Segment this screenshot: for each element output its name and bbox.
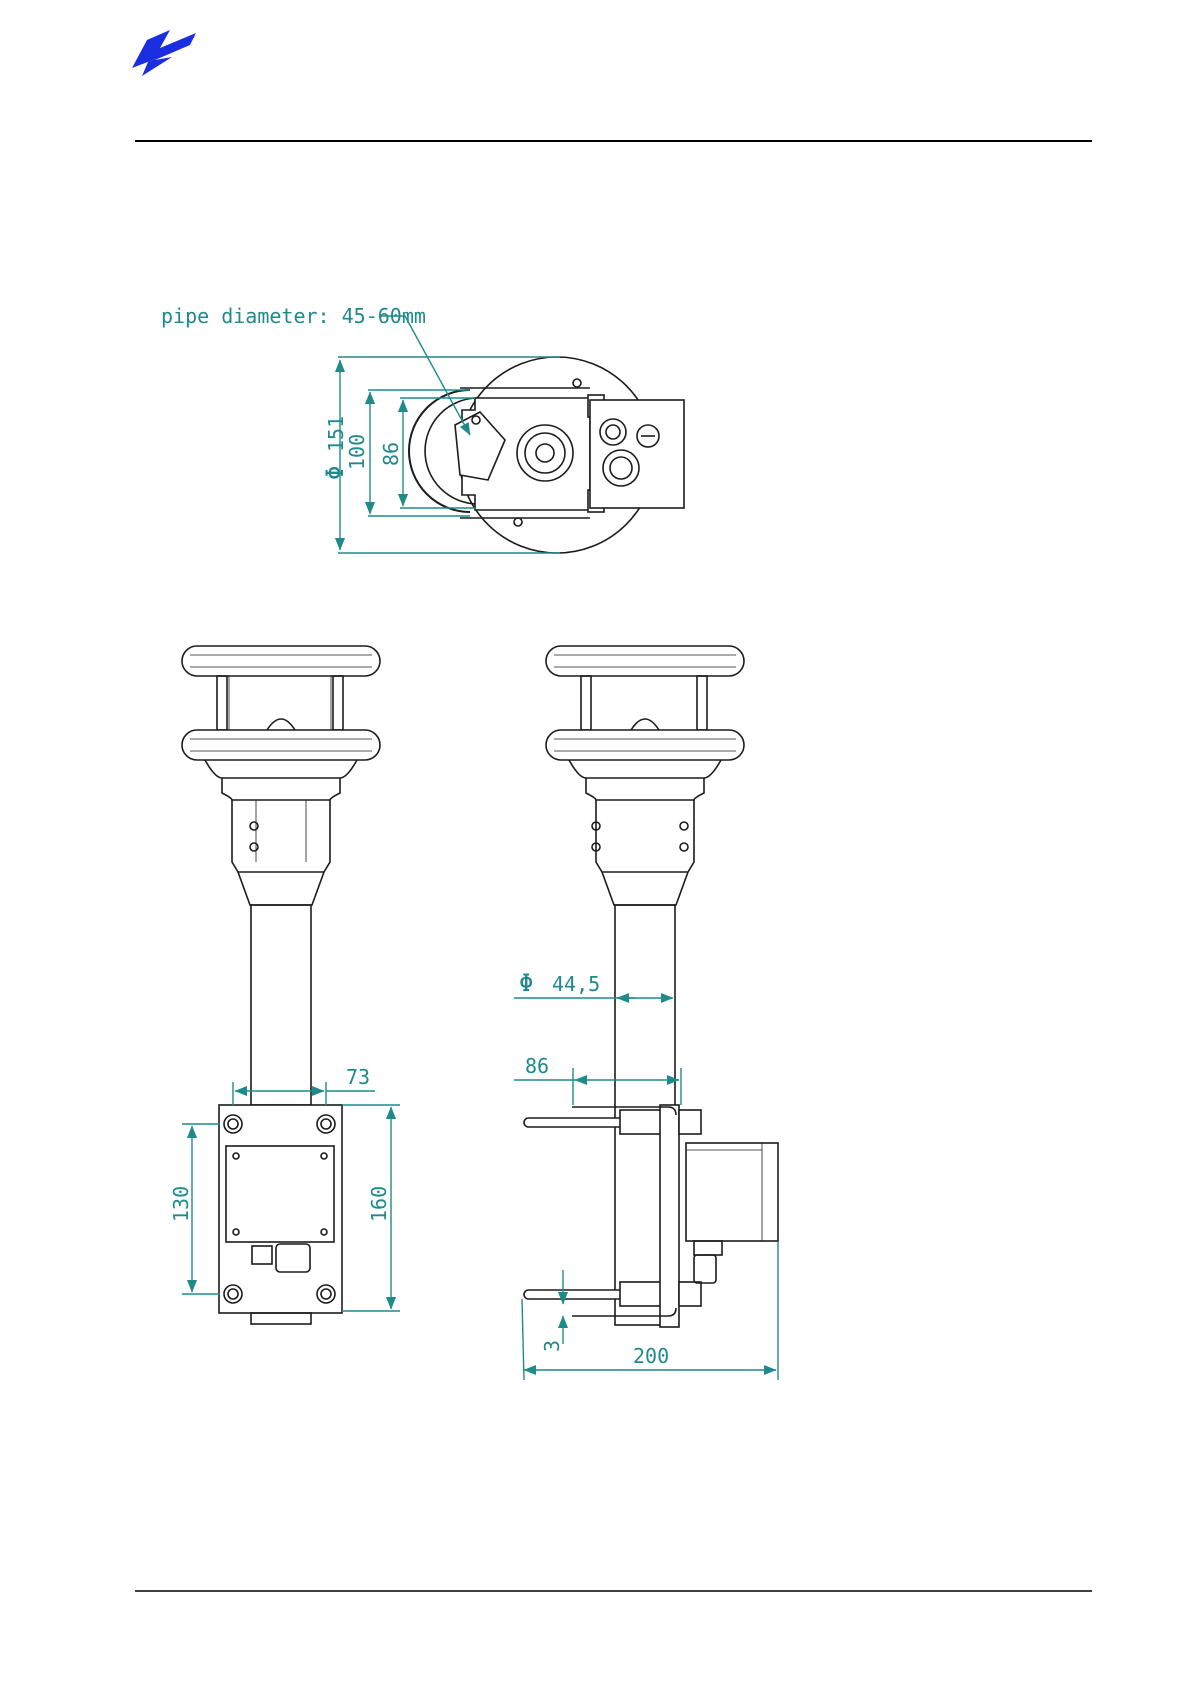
front-view <box>182 646 380 1324</box>
pipe-diameter-note: pipe diameter: 45-60mm <box>161 304 426 328</box>
front-view-pipe <box>251 905 311 1105</box>
front-view-top-cap <box>182 646 380 676</box>
dim-clamp-outer: 100 <box>345 434 369 470</box>
side-view-junction-box <box>686 1143 778 1241</box>
side-view-mounting-plate <box>660 1105 679 1327</box>
dim-total-length: 200 <box>633 1344 669 1368</box>
dim-bolt-spacing: 130 <box>169 1186 193 1222</box>
top-view <box>409 357 684 553</box>
top-view-junction-box <box>590 400 684 508</box>
dim-pipe-diameter: 44,5 <box>552 972 600 996</box>
dim-box-width: 73 <box>346 1065 370 1089</box>
side-view-top-cap <box>546 646 744 676</box>
dim-box-height: 160 <box>367 1186 391 1222</box>
front-view-junction-box <box>226 1146 334 1242</box>
company-logo-icon <box>132 30 196 76</box>
dim-clamp-depth: 86 <box>525 1054 549 1078</box>
dim-pipe-diameter-symbol: Φ <box>519 969 533 997</box>
dim-clamp-inner: 86 <box>379 442 403 466</box>
dim-thickness: 3 <box>540 1340 564 1352</box>
